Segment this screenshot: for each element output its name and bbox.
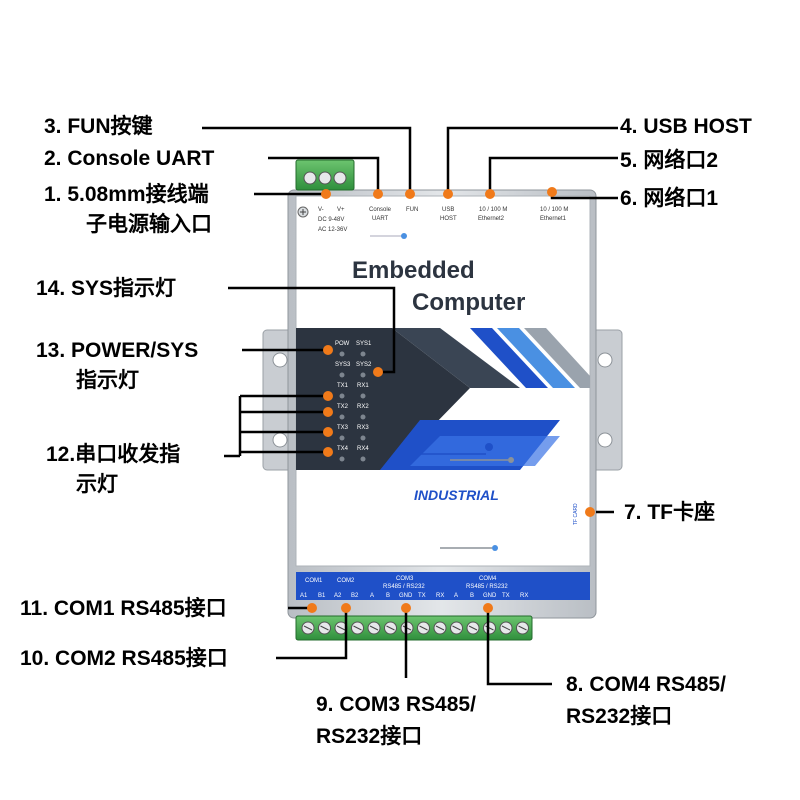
pin-com4-a: A (454, 593, 458, 599)
com2-label: COM2 (337, 578, 355, 584)
pin-b1: B1 (318, 593, 326, 599)
led-label-sys3: SYS3 (335, 362, 351, 368)
pin-b2: B2 (351, 593, 359, 599)
pin-a1: A1 (300, 593, 308, 599)
label-eth2-1: 10 / 100 M (479, 207, 507, 213)
power-terminal-block (295, 159, 355, 191)
callout-console-uart: 2. Console UART (44, 147, 215, 170)
label-usb-1: USB (442, 207, 454, 213)
led-label-sys1: SYS1 (356, 341, 372, 347)
com3-label: COM3 (396, 576, 414, 582)
front-panel (295, 195, 591, 567)
label-v-plus: V+ (337, 207, 345, 213)
label-v-minus: V- (318, 207, 324, 213)
pin-com3-tx: TX (418, 593, 426, 599)
callout-usb-host: 4. USB HOST (620, 115, 752, 138)
label-usb-2: HOST (440, 216, 457, 222)
com-terminal-block (295, 615, 533, 641)
callout-serial-led-line1: 12.串口收发指 (46, 443, 181, 466)
callout-power-terminal-line2: 子电源输入口 (86, 213, 212, 236)
label-console-2: UART (372, 216, 389, 222)
led-label-rx3: RX3 (357, 425, 369, 431)
callout-power-terminal-line1: 1. 5.08mm接线端 (44, 183, 209, 206)
pin-com3-rx: RX (436, 593, 444, 599)
screw-slot (435, 625, 445, 631)
label-eth2-2: Ethernet2 (478, 216, 505, 222)
brand-line-2: Computer (412, 289, 525, 316)
led-label-tx1: TX1 (337, 383, 349, 389)
pin-com4-rx: RX (520, 593, 528, 599)
led-label-rx4: RX4 (357, 446, 369, 452)
led-label-sys2: SYS2 (356, 362, 372, 368)
callout-power-sys-led-line1: 13. POWER/SYS (36, 339, 199, 362)
pin-a2: A2 (334, 593, 342, 599)
com-labels: COM1 COM2 COM3 RS485 / RS232 COM4 RS485 … (300, 576, 528, 599)
led-label-tx3: TX3 (337, 425, 349, 431)
pin-com4-b: B (470, 593, 474, 599)
screw-slot (501, 625, 511, 631)
screw-slot (353, 625, 362, 631)
led-dots (339, 351, 366, 462)
com-label-strip (296, 572, 590, 600)
com4-mode-label: RS485 / RS232 (466, 584, 508, 590)
led-label-pow: POW (335, 341, 350, 347)
com3-mode-label: RS485 / RS232 (383, 584, 425, 590)
screw-slot (320, 625, 329, 631)
led-label-rx2: RX2 (357, 404, 369, 410)
callout-com3-line1: 9. COM3 RS485/ (316, 693, 476, 716)
com4-label: COM4 (479, 576, 497, 582)
com1-label: COM1 (305, 578, 323, 584)
callout-sys-led: 14. SYS指示灯 (36, 277, 177, 300)
led-label-tx4: TX4 (337, 446, 349, 452)
screw-slot (468, 625, 478, 631)
tf-card-label: TF CARD (573, 503, 579, 525)
screw-slot (303, 625, 313, 631)
screw-slot (518, 625, 527, 631)
callout-ethernet1: 6. 网络口1 (620, 187, 719, 210)
label-fun: FUN (406, 207, 418, 213)
callout-com1: 11. COM1 RS485接口 (20, 597, 227, 620)
callout-com4-line2: RS232接口 (566, 705, 673, 728)
callout-tf-card: 7. TF卡座 (624, 501, 716, 524)
label-console-1: Console (369, 207, 392, 213)
callout-com3-line2: RS232接口 (316, 725, 423, 748)
industrial-label: INDUSTRIAL (414, 487, 499, 503)
label-ac: AC 12-36V (318, 227, 347, 233)
callout-serial-led-line2: 示灯 (76, 473, 118, 496)
pin-com3-gnd: GND (399, 593, 413, 599)
pin-com4-gnd: GND (483, 593, 497, 599)
pin-com3-a: A (370, 593, 374, 599)
callout-markers (307, 187, 595, 613)
led-label-rx1: RX1 (357, 383, 369, 389)
screw-slot (419, 625, 428, 631)
led-label-tx2: TX2 (337, 404, 349, 410)
top-connector-labels: V- V+ DC 9-48V AC 12-36V Console UART FU… (318, 207, 568, 233)
label-dc: DC 9-48V (318, 217, 344, 223)
led-label-group: POW SYS1 SYS3 SYS2 TX1 RX1 TX2 RX2 TX3 R… (335, 341, 372, 452)
screw-slot (369, 625, 379, 631)
screw-slot (386, 625, 395, 631)
callout-com4-line1: 8. COM4 RS485/ (566, 673, 726, 696)
callout-ethernet2: 5. 网络口2 (620, 149, 719, 172)
screw-slot (452, 625, 461, 631)
pin-com4-tx: TX (502, 593, 510, 599)
callout-com2: 10. COM2 RS485接口 (20, 647, 228, 670)
callout-power-sys-led-line2: 指示灯 (76, 369, 139, 392)
pin-com3-b: B (386, 593, 390, 599)
callout-fun-button: 3. FUN按键 (44, 115, 153, 138)
label-eth1-1: 10 / 100 M (540, 207, 568, 213)
brand-line-1: Embedded (352, 257, 475, 284)
screw-slot (336, 625, 346, 631)
label-eth1-2: Ethernet1 (540, 216, 567, 222)
